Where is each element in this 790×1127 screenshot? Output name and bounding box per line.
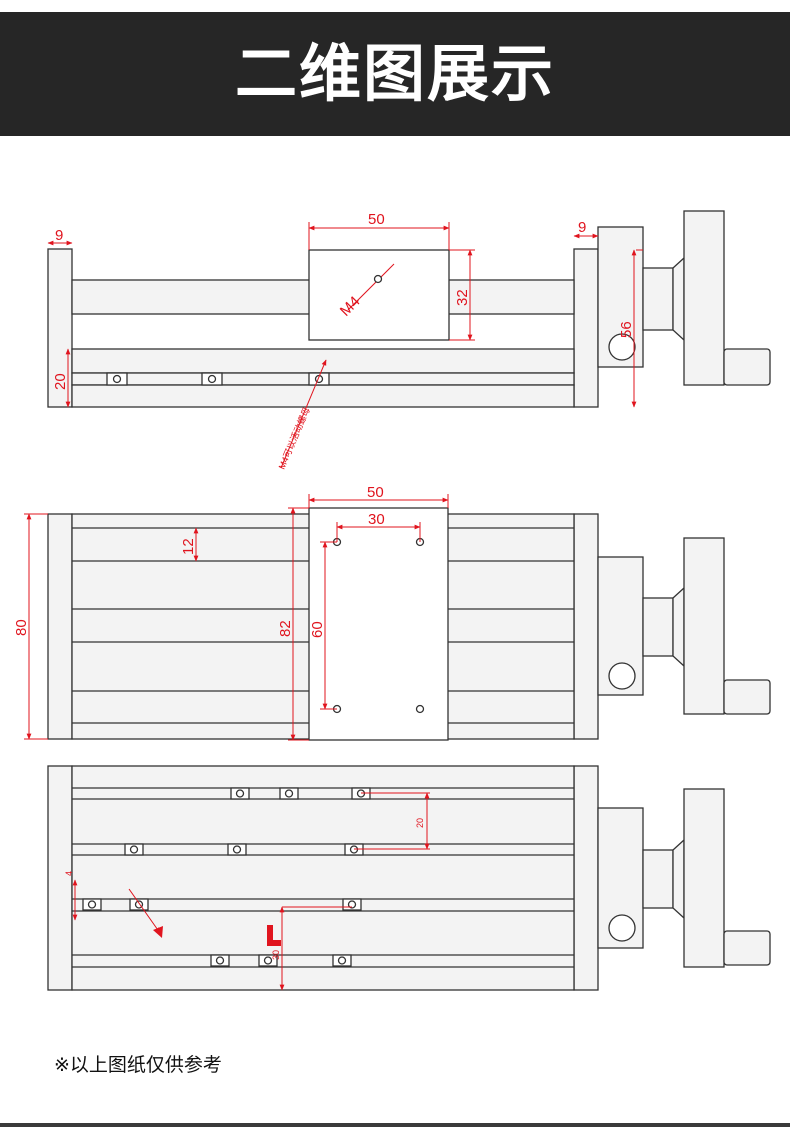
- mount-hole: [608, 662, 636, 690]
- right-end-plate: [573, 248, 599, 408]
- dim-top-slot-pitch: 12: [180, 538, 197, 555]
- dim-top-base-width: 80: [13, 619, 30, 636]
- handwheel: [683, 210, 725, 386]
- dim-front-carriage-height: 32: [454, 289, 471, 306]
- dim-front-carriage-width: 50: [368, 211, 385, 228]
- footer-note: ※以上图纸仅供参考: [54, 1054, 222, 1076]
- base-body: [71, 765, 575, 991]
- handwheel: [683, 788, 725, 968]
- dim-top-hole-spacing-y: 60: [309, 621, 326, 638]
- shaft-coupler: [642, 597, 674, 657]
- shaft-coupler: [642, 849, 674, 909]
- handwheel-hub: [672, 586, 685, 668]
- motor-mount: [597, 807, 644, 949]
- carriage-plate: [308, 507, 449, 741]
- lower-rail: [71, 384, 575, 408]
- top-view: 50 30 12 80 82 60: [13, 484, 771, 741]
- header-banner: 二维图展示: [0, 12, 790, 136]
- slot-nut-group: [106, 372, 330, 386]
- crank-handle: [723, 679, 771, 715]
- bottom-view: 20 4 30: [47, 765, 771, 991]
- left-end-plate: [47, 765, 73, 991]
- mount-hole: [608, 914, 636, 942]
- dim-front-top-right: 9: [578, 219, 586, 236]
- front-view: 9 50 9 32 20 56 M4 M4可以活动螺母: [47, 210, 771, 471]
- crank-handle: [723, 348, 771, 386]
- dim-bottom-depth: 30: [271, 950, 281, 960]
- dim-top-carriage-width: 50: [367, 484, 384, 501]
- crank-handle: [723, 930, 771, 966]
- dim-front-top-left: 9: [55, 227, 63, 244]
- dim-front-rail-height: 20: [52, 373, 69, 390]
- right-end-plate: [573, 765, 599, 991]
- bottom-divider: [0, 1123, 790, 1127]
- dim-top-carriage-length: 82: [277, 620, 294, 637]
- dim-top-hole-spacing-x: 30: [368, 511, 385, 528]
- dim-bottom-slot-spacing: 20: [415, 818, 425, 828]
- label-slot-note: M4可以活动螺母: [276, 405, 312, 471]
- page-title: 二维图展示: [234, 37, 555, 110]
- right-end-plate: [573, 513, 599, 740]
- shaft-coupler: [642, 267, 674, 331]
- handwheel: [683, 537, 725, 715]
- dim-bottom-edge: 4: [64, 871, 74, 876]
- handwheel-hub: [672, 838, 685, 920]
- left-end-plate: [47, 513, 73, 740]
- handwheel-hub: [672, 256, 685, 342]
- dim-front-motor-height: 56: [618, 321, 635, 338]
- carriage-block: [308, 249, 450, 341]
- middle-rail: [71, 348, 575, 374]
- slot-lines: [72, 787, 574, 968]
